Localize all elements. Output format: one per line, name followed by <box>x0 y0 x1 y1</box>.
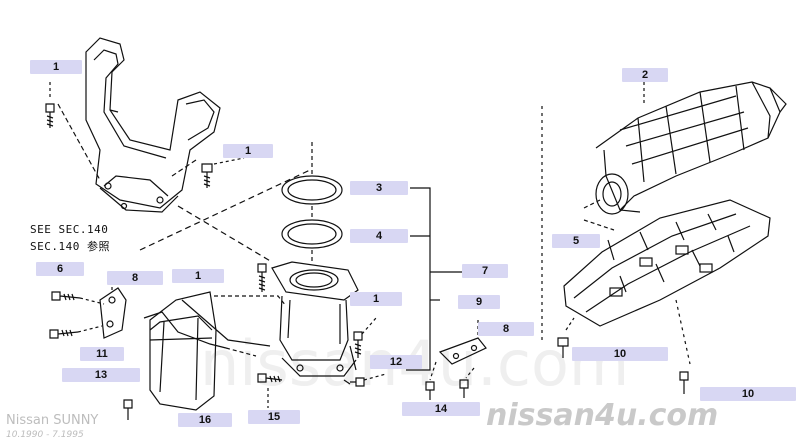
bolt-art <box>201 163 213 188</box>
bolt-art <box>123 399 133 420</box>
lower-heat-shield-art <box>563 199 771 327</box>
exhaust-manifold-art <box>85 37 221 213</box>
gasket-ring-art <box>281 175 343 205</box>
bolt-art <box>49 329 79 339</box>
bolt-art <box>343 377 365 387</box>
footer-model: Nissan SUNNY <box>6 413 99 428</box>
bolt-art <box>557 337 569 358</box>
callout-label: 8 <box>478 322 534 336</box>
callout-label: 12 <box>370 355 422 369</box>
callout-label: 11 <box>80 347 124 361</box>
bracket-art <box>438 337 487 365</box>
bolt-art <box>51 291 81 301</box>
callout-label: 1 <box>350 292 402 306</box>
callout-label: 10 <box>700 387 796 401</box>
callout-label: 7 <box>462 264 508 278</box>
bolt-art <box>353 331 363 358</box>
footer-years: 10.1990 - 7.1995 <box>6 430 84 440</box>
stud-art <box>257 263 267 292</box>
callout-label: 9 <box>458 295 500 309</box>
callout-label: 13 <box>62 368 140 382</box>
callout-label: 10 <box>572 347 668 361</box>
callout-label: 1 <box>172 269 224 283</box>
bolt-art <box>45 103 55 128</box>
bracket-art <box>99 287 127 339</box>
callout-label: 8 <box>107 271 163 285</box>
watermark-brand: nissan4u.com <box>486 398 719 433</box>
callout-label: 1 <box>223 144 273 158</box>
bolt-art <box>257 373 283 383</box>
callout-label: 5 <box>552 234 600 248</box>
callout-label: 16 <box>178 413 232 427</box>
section-note-line1: SEE SEC.140 <box>30 223 109 236</box>
front-catalyst-art <box>271 261 359 377</box>
callout-label: 15 <box>248 410 300 424</box>
section-note-line2: SEC.140 参照 <box>30 240 110 253</box>
callout-label: 14 <box>402 402 480 416</box>
bolt-art <box>459 379 469 398</box>
bolt-art <box>425 381 435 400</box>
catalytic-converter-art <box>595 81 787 215</box>
callout-label: 1 <box>30 60 82 74</box>
bolt-art <box>679 371 689 394</box>
callout-label: 3 <box>350 181 408 195</box>
gasket-ring-art <box>281 219 343 249</box>
heat-shield-art <box>143 291 271 411</box>
callout-label: 4 <box>350 229 408 243</box>
callout-label: 2 <box>622 68 668 82</box>
callout-label: 6 <box>36 262 84 276</box>
